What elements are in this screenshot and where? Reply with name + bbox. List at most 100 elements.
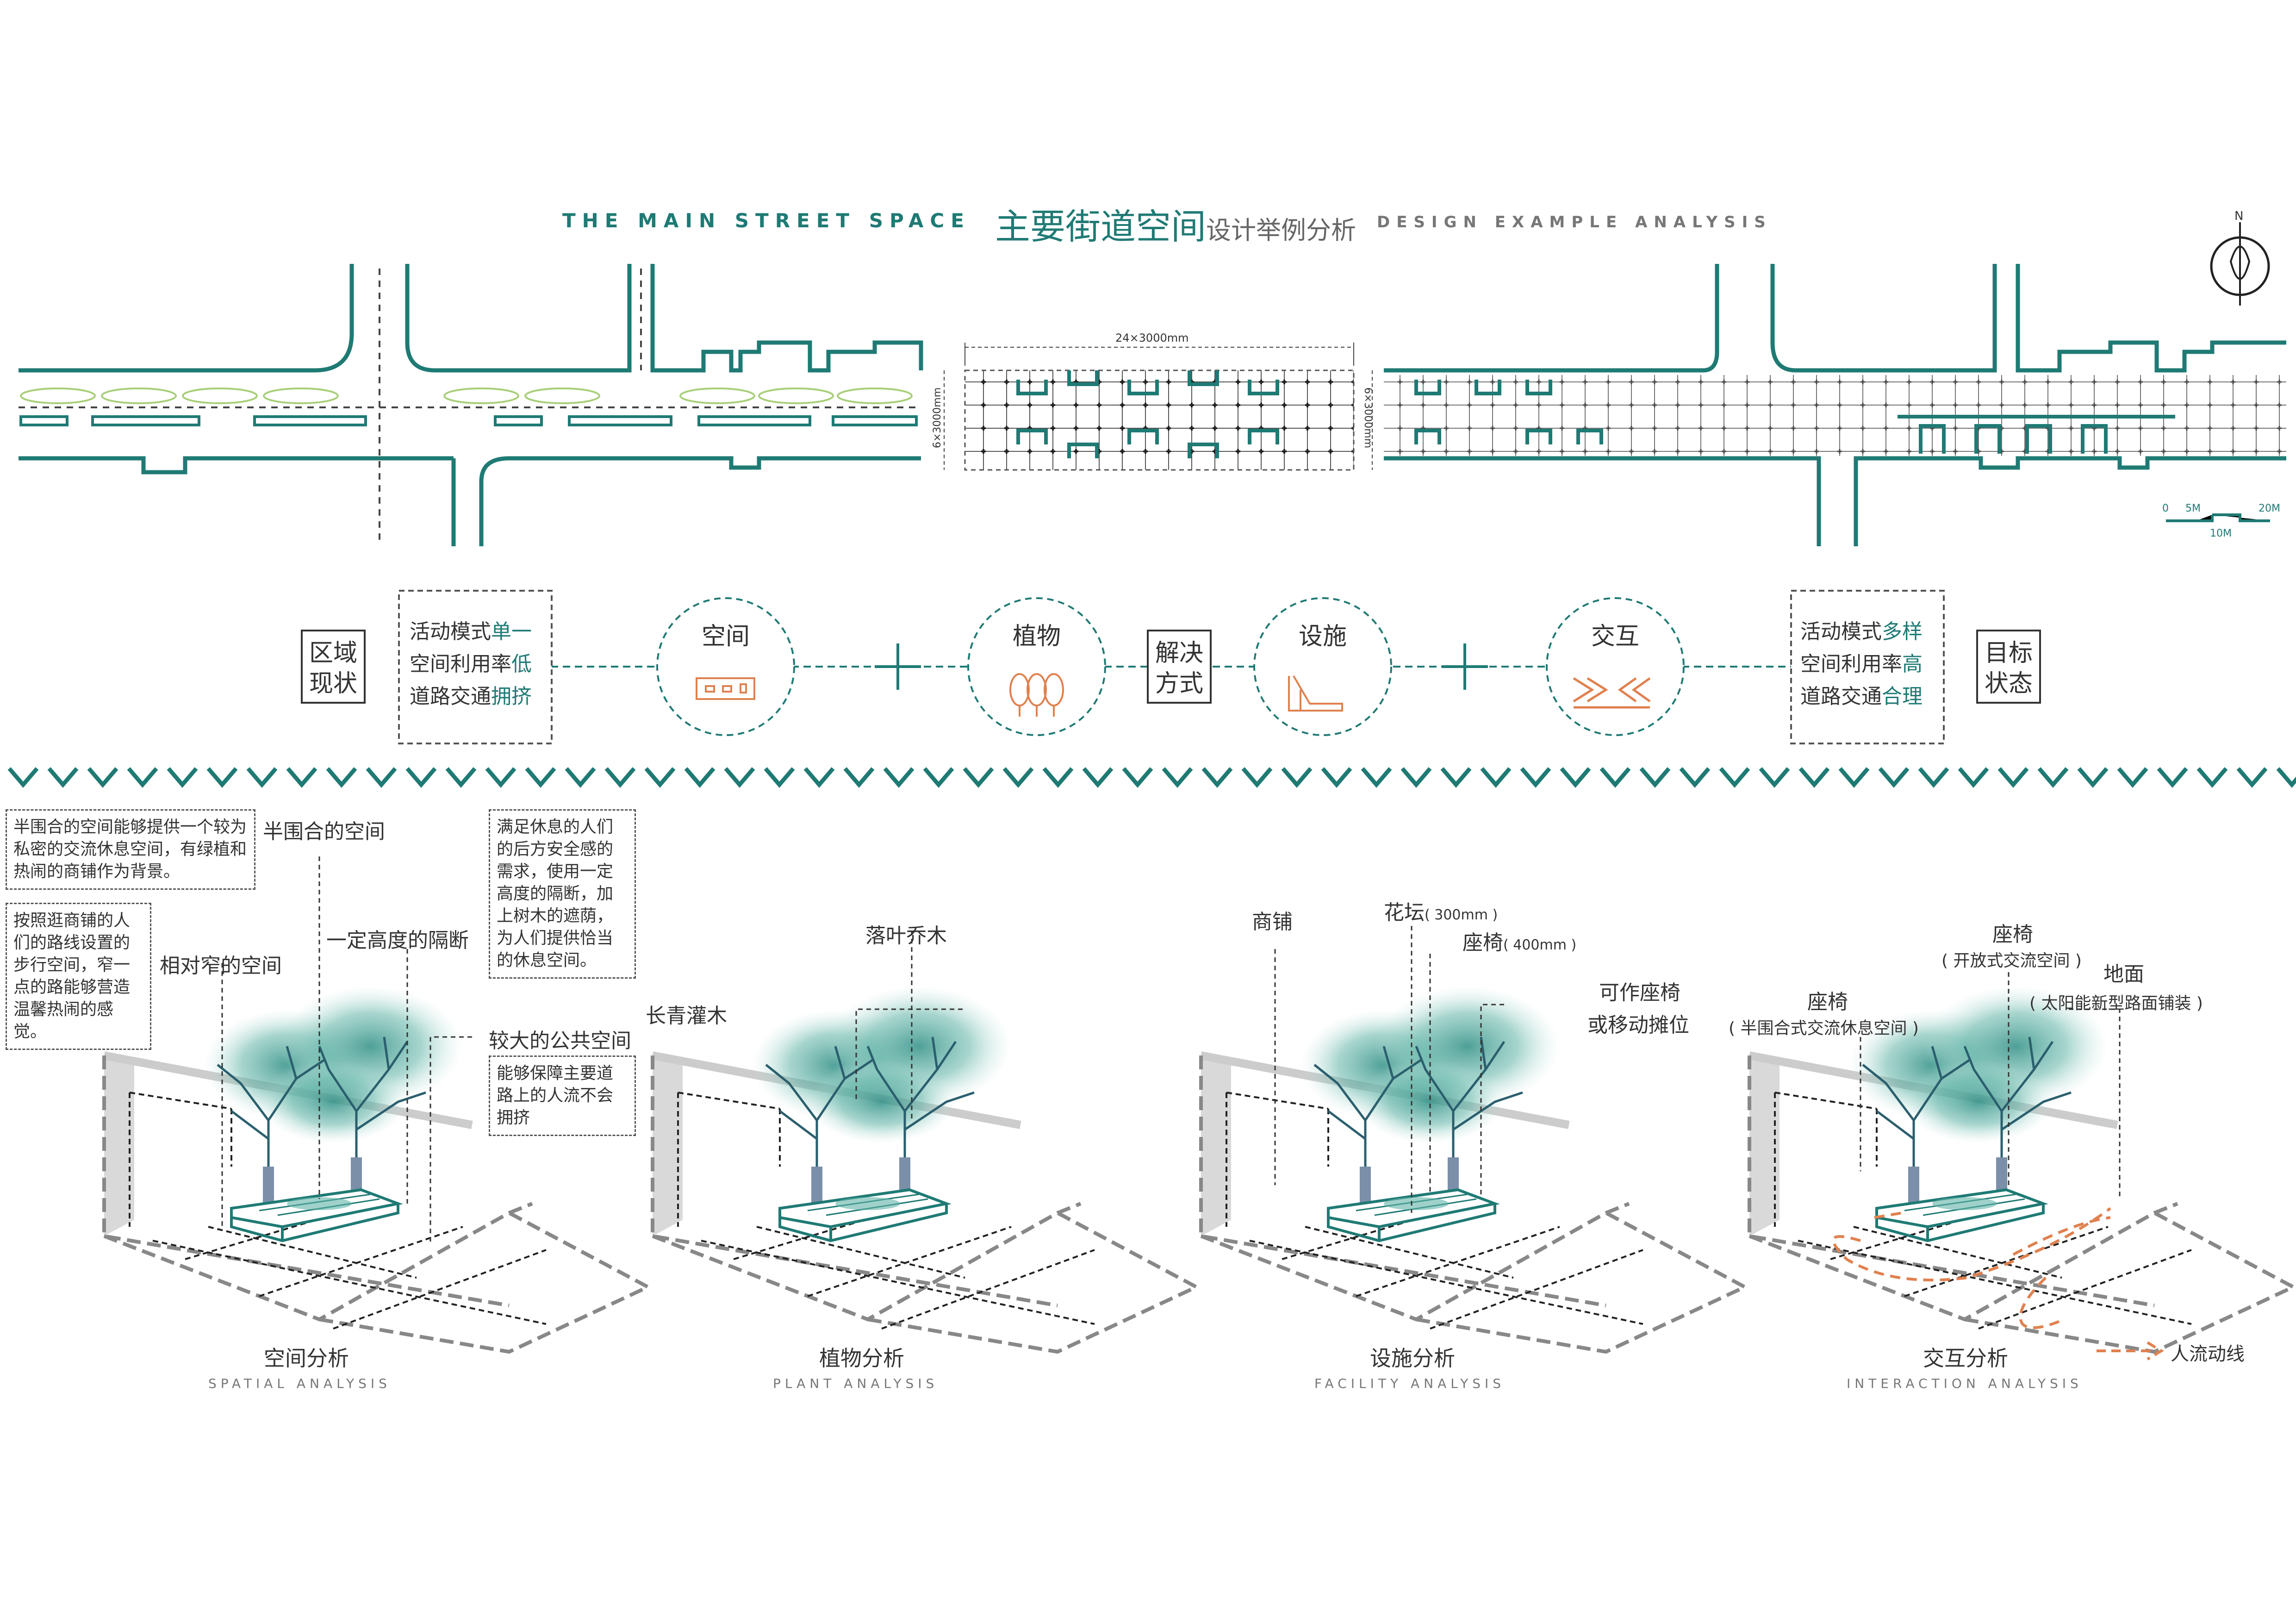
circle-label-space: 空间 bbox=[701, 623, 750, 650]
facility-title-cn: 设施分析 bbox=[1370, 1346, 1455, 1371]
target-items: 活动模式多样 空间利用率高 道路交通合理 bbox=[1800, 616, 1923, 713]
interaction-title-cn: 交互分析 bbox=[1923, 1346, 2008, 1371]
label-partition: 一定高度的隔断 bbox=[326, 929, 469, 952]
chevron-icon bbox=[883, 767, 915, 788]
chevron-icon bbox=[525, 767, 556, 788]
chevron-icon bbox=[1400, 767, 1432, 788]
circle-label-plant: 植物 bbox=[1012, 623, 1061, 650]
spatial-title-cn: 空间分析 bbox=[264, 1346, 349, 1371]
seat-icon bbox=[1288, 675, 1343, 712]
chevron-icon bbox=[366, 767, 397, 788]
title-cn-main-text: 主要街道空间 bbox=[995, 206, 1206, 247]
plus-icon bbox=[1442, 643, 1488, 690]
scale-label-20m: 20M bbox=[2259, 503, 2280, 514]
chevron-icon bbox=[1560, 767, 1591, 788]
chevron-icon bbox=[1599, 767, 1631, 788]
chevron-icon bbox=[127, 767, 158, 788]
title-cn-sub: 设计举例分析 bbox=[1206, 216, 1356, 245]
chevron-icon bbox=[167, 767, 198, 788]
chevron-icon bbox=[923, 767, 954, 788]
chevron-icon bbox=[1878, 767, 1910, 788]
chevron-icon bbox=[1918, 767, 1949, 788]
chevron-icon bbox=[2196, 767, 2228, 788]
subtitle-en: DESIGN EXAMPLE ANALYSIS bbox=[1377, 213, 1772, 231]
dim-top-label: 24×3000mm bbox=[1115, 331, 1189, 344]
chevron-icon bbox=[803, 767, 835, 788]
chevron-icon bbox=[206, 767, 238, 788]
target-status-box: 目标 状态 bbox=[1976, 630, 2041, 704]
chevron-icon bbox=[1241, 767, 1273, 788]
chevron-icon bbox=[1002, 767, 1034, 788]
chevron-icon bbox=[2276, 767, 2296, 788]
current-items: 活动模式单一 空间利用率低 道路交通拥挤 bbox=[410, 616, 532, 713]
target-item: 道路交通合理 bbox=[1800, 685, 1923, 708]
spatial-note-partition: 满足休息的人们的后方安全感的需求，使用一定高度的隔断，加上树木的遮荫，为人们提供… bbox=[489, 809, 636, 979]
current-status-line1: 区域 bbox=[309, 639, 357, 667]
chevron-icon bbox=[1520, 767, 1551, 788]
chevron-icon bbox=[47, 767, 79, 788]
label-ground-sub: ( 太阳能新型路面铺装 ) bbox=[2029, 994, 2203, 1013]
leader-lines bbox=[221, 856, 2121, 1245]
chevron-icon bbox=[2236, 767, 2268, 788]
chevron-icon bbox=[445, 767, 477, 788]
chevron-icon bbox=[286, 767, 317, 788]
chevron-icon bbox=[1321, 767, 1352, 788]
label-movable-1: 可作座椅 bbox=[1599, 981, 1680, 1005]
chevron-icon bbox=[1719, 767, 1750, 788]
label-seat-open: 座椅 bbox=[1992, 923, 2033, 946]
chevron-icon bbox=[1838, 767, 1870, 788]
solution-box: 解决 方式 bbox=[1147, 630, 1212, 704]
chevron-icon bbox=[1201, 767, 1233, 788]
flow-legend-arrow-icon bbox=[2097, 1341, 2164, 1361]
spatial-note-public: 能够保障主要道路上的人流不会拥挤 bbox=[489, 1056, 636, 1136]
chevron-icon bbox=[764, 767, 795, 788]
legend-flow-label: 人流动线 bbox=[2171, 1343, 2245, 1365]
label-evergreen-shrub: 长青灌木 bbox=[646, 1004, 727, 1028]
solution-line1: 解决 bbox=[1155, 639, 1203, 667]
circle-label-facility: 设施 bbox=[1298, 623, 1347, 650]
label-public-space: 较大的公共空间 bbox=[489, 1029, 631, 1053]
space-icon bbox=[696, 677, 755, 700]
street-plan-current bbox=[19, 264, 923, 546]
spatial-note-semi: 半围合的空间能够提供一个较为私密的交流休息空间，有绿植和热闹的商铺作为背景。 bbox=[6, 809, 255, 890]
tree-icon bbox=[1009, 673, 1064, 717]
chevron-icon bbox=[843, 767, 875, 788]
spatial-title-en: SPATIAL ANALYSIS bbox=[208, 1376, 391, 1391]
chevron-icon bbox=[1042, 767, 1074, 788]
facility-title-en: FACILITY ANALYSIS bbox=[1314, 1376, 1506, 1391]
iso-diagram bbox=[1199, 986, 1749, 1354]
iso-diagrams bbox=[102, 986, 2296, 1354]
grid-module-plan bbox=[944, 343, 1373, 471]
target-status-line2: 状态 bbox=[1984, 670, 2033, 698]
label-seat: 座椅( 400mm ) bbox=[1462, 931, 1577, 955]
chevron-icon bbox=[246, 767, 278, 788]
label-semi-enclosed: 半围合的空间 bbox=[263, 820, 385, 843]
target-item: 空间利用率高 bbox=[1800, 652, 1923, 676]
title-en: THE MAIN STREET SPACE bbox=[562, 209, 971, 232]
chevron-icon bbox=[724, 767, 755, 788]
plant-title-en: PLANT ANALYSIS bbox=[773, 1376, 939, 1391]
current-item: 空间利用率低 bbox=[410, 652, 532, 676]
label-seat-semi-sub: ( 半围合式交流休息空间 ) bbox=[1729, 1019, 1919, 1038]
interaction-arrows-icon bbox=[1573, 677, 1651, 709]
compass-label: N bbox=[2234, 209, 2244, 223]
current-item: 道路交通拥挤 bbox=[410, 685, 532, 708]
label-seat-semi: 座椅 bbox=[1807, 990, 1848, 1014]
title-cn-main: 主要街道空间设计举例分析 bbox=[995, 198, 1356, 249]
iso-diagram bbox=[102, 986, 652, 1354]
chevron-icon bbox=[1798, 767, 1830, 788]
flow-diagram bbox=[398, 590, 1945, 744]
plus-icon bbox=[875, 643, 921, 690]
dim-left-label: 6×3000mm bbox=[932, 387, 944, 449]
chevron-icon bbox=[1162, 767, 1193, 788]
solution-line2: 方式 bbox=[1155, 670, 1203, 698]
current-status-box: 区域 现状 bbox=[301, 630, 366, 704]
label-seat-open-sub: ( 开放式交流空间 ) bbox=[1941, 951, 2082, 970]
chevron-icon bbox=[1122, 767, 1153, 788]
chevron-divider bbox=[7, 767, 2296, 788]
chevron-icon bbox=[1759, 767, 1790, 788]
chevron-icon bbox=[2157, 767, 2188, 788]
current-item: 活动模式单一 bbox=[410, 620, 532, 643]
chevron-icon bbox=[405, 767, 437, 788]
street-plan-target bbox=[1384, 222, 2286, 546]
